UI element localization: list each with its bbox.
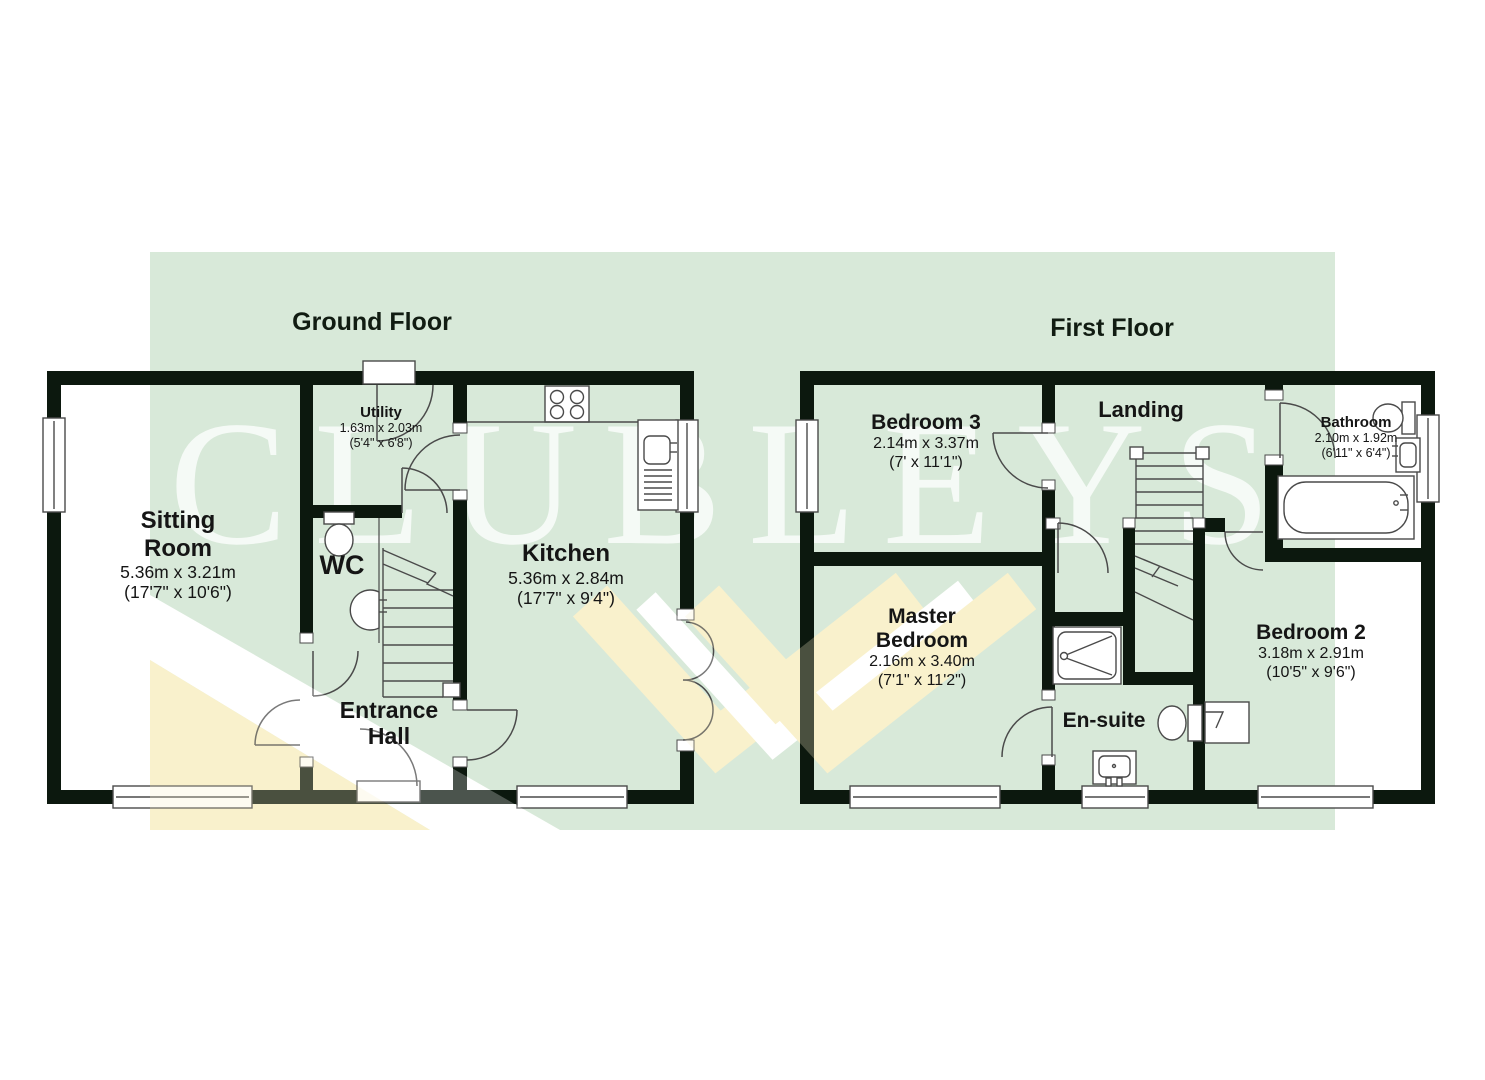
watermark-chevrons [572, 572, 1037, 774]
fixtures-group [323, 385, 1421, 787]
room-label-sitting-room: Sitting Room 5.36m x 3.21m (17'7" x 10'6… [58, 507, 298, 602]
window-ensuite-bottom [1081, 785, 1149, 809]
room-label-utility: Utility 1.63m x 2.03m (5'4" x 6'8") [301, 404, 461, 450]
room-label-entrance-hall: Entrance Hall [289, 697, 489, 750]
room-dims: (17'7" x 10'6") [124, 582, 232, 603]
room-dims: 5.36m x 2.84m [508, 567, 624, 588]
room-name: Bedroom [875, 629, 969, 653]
watermark-brand-text: CLUBLEYS [169, 384, 1297, 582]
ensuite-toilet-icon [1157, 704, 1203, 742]
shower-icon [1052, 626, 1122, 685]
external-door-leaves [356, 360, 421, 803]
room-label-en-suite: En-suite [1024, 709, 1184, 733]
windows-group [42, 414, 1440, 809]
room-dims: 1.63m x 2.03m [339, 421, 423, 436]
room-label-wc: WC [302, 550, 382, 581]
window-sitting-bottom [112, 785, 253, 809]
window-kitchen-bottom [516, 785, 628, 809]
floorplans [42, 360, 1440, 809]
room-dims: (7'1" x 11'2") [877, 671, 967, 689]
window-master-bottom [849, 785, 1001, 809]
room-dims: 2.14m x 3.37m [873, 435, 979, 453]
room-name: Room [144, 534, 212, 562]
room-dims: 3.18m x 2.91m [1258, 645, 1364, 663]
room-label-landing: Landing [1061, 397, 1221, 422]
bath-icon [1277, 475, 1415, 540]
hob-icon [544, 385, 590, 423]
room-name: WC [319, 550, 365, 580]
bathroom-toilet-icon [1372, 401, 1416, 435]
room-dims: (5'4" x 6'8") [349, 435, 413, 450]
front-door-leaf [356, 780, 421, 803]
wc-basin-icon [349, 518, 387, 643]
room-name: Kitchen [521, 540, 610, 567]
room-label-bedroom-2: Bedroom 2 3.18m x 2.91m (10'5" x 9'6") [1191, 621, 1431, 682]
room-name: Bedroom 3 [871, 411, 981, 434]
door-jamb-caps [299, 389, 1284, 768]
room-name: Master [888, 605, 956, 628]
room-dims: (7' x 11'1") [889, 453, 963, 471]
door-arcs-group [254, 384, 1336, 787]
room-name: Bathroom [1320, 414, 1392, 431]
room-dims: (17'7" x 9'4") [517, 587, 615, 608]
wc-toilet-icon [323, 511, 355, 557]
room-label-bedroom-3: Bedroom 3 2.14m x 3.37m (7' x 11'1") [806, 411, 1046, 472]
room-name: Entrance [339, 697, 439, 723]
utility-door-leaf [362, 360, 416, 385]
stairs-first-floor [1129, 446, 1210, 621]
room-dims: 2.16m x 3.40m [869, 653, 975, 671]
kitchen-sink-icon [637, 419, 679, 511]
bathroom-basin-icon [1392, 437, 1421, 473]
floor-title-first: First Floor [1050, 314, 1174, 342]
room-label-bathroom: Bathroom 2.10m x 1.92m (6'11" x 6'4") [1276, 414, 1436, 460]
room-name: Landing [1098, 397, 1184, 422]
floor-title-ground: Ground Floor [292, 308, 452, 336]
room-name: Utility [360, 404, 402, 421]
room-dims: (6'11" x 6'4") [1321, 445, 1391, 460]
window-bedroom2-bottom [1257, 785, 1374, 809]
window-bedroom3-left [795, 419, 819, 513]
stairs-ground-floor [382, 548, 461, 698]
room-name: Bedroom 2 [1256, 621, 1366, 644]
room-name: Hall [367, 723, 411, 750]
window-kitchen-right [675, 419, 699, 513]
room-dims: 2.10m x 1.92m [1314, 431, 1398, 446]
room-label-master-bedroom: Master Bedroom 2.16m x 3.40m (7'1" x 11'… [802, 605, 1042, 690]
ensuite-basin-icon [1092, 750, 1137, 787]
clubleys-watermark: CLUBLEYS [150, 384, 1297, 830]
window-sitting-left [42, 417, 66, 513]
room-dims: 5.36m x 3.21m [120, 562, 236, 583]
room-dims: (10'5" x 9'6") [1266, 663, 1356, 681]
room-name: Sitting [140, 507, 216, 534]
room-name: En-suite [1062, 709, 1146, 732]
room-label-kitchen: Kitchen 5.36m x 2.84m (17'7" x 9'4") [446, 540, 686, 608]
watermark-overlay-tint [150, 572, 1037, 830]
stair-bulkhead-icon [1204, 701, 1250, 744]
